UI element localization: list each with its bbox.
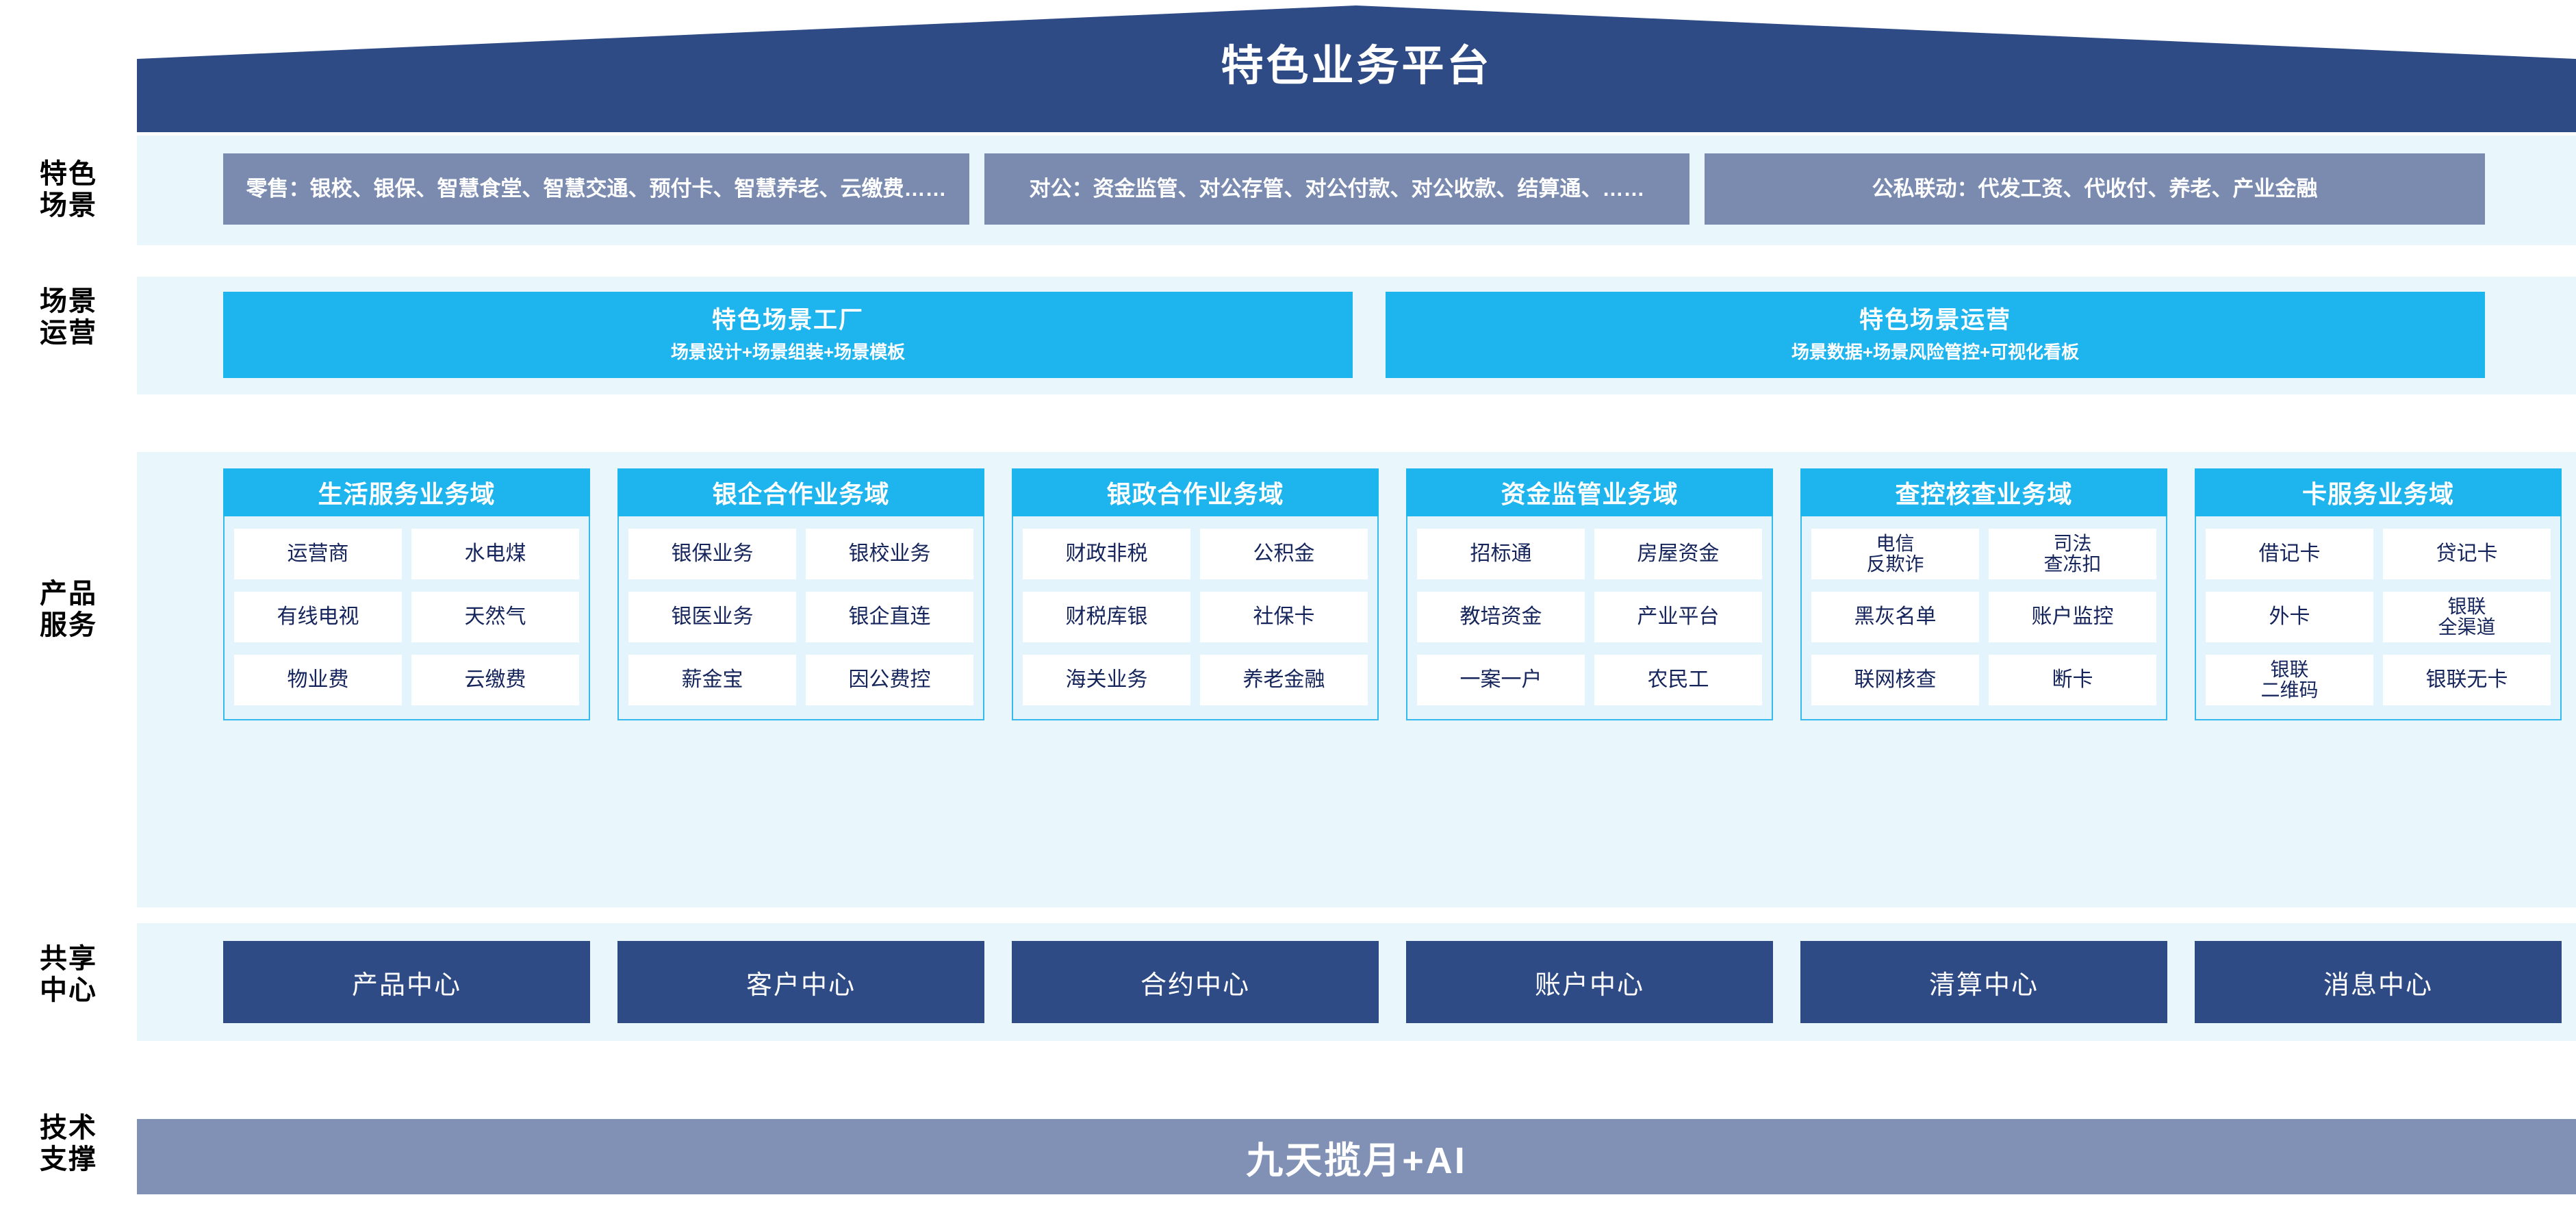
domain-item[interactable]: 一案一户 (1417, 655, 1585, 705)
domain-item[interactable]: 教培资金 (1417, 592, 1585, 642)
row-label-operation: 场景 运营 (40, 286, 97, 348)
domain-item[interactable]: 养老金融 (1200, 655, 1368, 705)
domain-card-fund-supervision[interactable]: 资金监管业务域 招标通 房屋资金 教培资金 产业平台 一案一户 农民工 (1406, 468, 1773, 720)
domain-item-grid: 电信 反欺诈 司法 查冻扣 黑灰名单 账户监控 联网核查 断卡 (1800, 516, 2167, 720)
platform-banner: 特色业务平台 (137, 5, 2576, 132)
domain-title: 查控核查业务域 (1800, 468, 2167, 516)
operations-factory-subtitle: 场景设计+场景组装+场景模板 (670, 341, 906, 362)
domain-item[interactable]: 公积金 (1200, 529, 1368, 579)
domain-item[interactable]: 电信 反欺诈 (1811, 529, 1979, 579)
domain-item[interactable]: 借记卡 (2206, 529, 2373, 579)
operations-factory-title: 特色场景工厂 (711, 307, 864, 334)
domain-card-life-service[interactable]: 生活服务业务域 运营商 水电煤 有线电视 天然气 物业费 云缴费 (223, 468, 590, 720)
domain-card-investigation[interactable]: 查控核查业务域 电信 反欺诈 司法 查冻扣 黑灰名单 账户监控 联网核查 断卡 (1800, 468, 2167, 720)
domain-item[interactable]: 断卡 (1989, 655, 2156, 705)
domain-title: 银企合作业务域 (617, 468, 984, 516)
domain-item[interactable]: 银校业务 (806, 529, 973, 579)
domain-item[interactable]: 银联 二维码 (2206, 655, 2373, 705)
row-label-tech: 技术 支撑 (40, 1113, 97, 1174)
domain-item[interactable]: 招标通 (1417, 529, 1585, 579)
domain-item[interactable]: 水电煤 (411, 529, 579, 579)
shared-center-message[interactable]: 消息中心 (2195, 941, 2562, 1023)
shared-center-row-panel: 产品中心 客户中心 合约中心 账户中心 清算中心 消息中心 (137, 923, 2576, 1041)
operations-operate-title: 特色场景运营 (1859, 307, 2011, 334)
domain-title: 生活服务业务域 (223, 468, 590, 516)
domain-card-card-service[interactable]: 卡服务业务域 借记卡 贷记卡 外卡 银联 全渠道 银联 二维码 银联无卡 (2195, 468, 2562, 720)
shared-center-customer[interactable]: 客户中心 (617, 941, 984, 1023)
row-label-product: 产品 服务 (40, 579, 97, 640)
domain-item-grid: 银保业务 银校业务 银医业务 银企直连 薪金宝 因公费控 (617, 516, 984, 720)
scenario-box-corporate[interactable]: 对公：资金监管、对公存管、对公付款、对公收款、结算通、…… (984, 153, 1689, 225)
domain-item[interactable]: 财政非税 (1023, 529, 1190, 579)
domain-title: 卡服务业务域 (2195, 468, 2562, 516)
domain-item[interactable]: 有线电视 (234, 592, 402, 642)
domain-item[interactable]: 薪金宝 (628, 655, 796, 705)
product-service-row-panel: 生活服务业务域 运营商 水电煤 有线电视 天然气 物业费 云缴费 银企合作业务域… (137, 452, 2576, 907)
shared-center-account[interactable]: 账户中心 (1406, 941, 1773, 1023)
operations-operate-subtitle: 场景数据+场景风险管控+可视化看板 (1791, 341, 2080, 362)
domain-title: 银政合作业务域 (1012, 468, 1379, 516)
domain-item[interactable]: 银保业务 (628, 529, 796, 579)
domain-item[interactable]: 产业平台 (1594, 592, 1762, 642)
domain-title: 资金监管业务域 (1406, 468, 1773, 516)
tech-support-label: 九天揽月+AI (1246, 1140, 1467, 1181)
operations-box-operate[interactable]: 特色场景运营 场景数据+场景风险管控+可视化看板 (1386, 292, 2485, 378)
domain-item-grid: 借记卡 贷记卡 外卡 银联 全渠道 银联 二维码 银联无卡 (2195, 516, 2562, 720)
domain-item[interactable]: 联网核查 (1811, 655, 1979, 705)
domain-item[interactable]: 账户监控 (1989, 592, 2156, 642)
row-label-scenario: 特色 场景 (40, 159, 97, 221)
domain-item[interactable]: 黑灰名单 (1811, 592, 1979, 642)
domain-item[interactable]: 贷记卡 (2383, 529, 2551, 579)
domain-item-grid: 招标通 房屋资金 教培资金 产业平台 一案一户 农民工 (1406, 516, 1773, 720)
operations-box-factory[interactable]: 特色场景工厂 场景设计+场景组装+场景模板 (223, 292, 1353, 378)
scenario-box-linkage[interactable]: 公私联动：代发工资、代收付、养老、产业金融 (1705, 153, 2485, 225)
shared-center-clearing[interactable]: 清算中心 (1800, 941, 2167, 1023)
scenario-row-panel: 零售：银校、银保、智慧食堂、智慧交通、预付卡、智慧养老、云缴费…… 对公：资金监… (137, 136, 2576, 245)
scenario-box-retail[interactable]: 零售：银校、银保、智慧食堂、智慧交通、预付卡、智慧养老、云缴费…… (223, 153, 969, 225)
platform-title: 特色业务平台 (1221, 42, 1492, 90)
domain-item[interactable]: 物业费 (234, 655, 402, 705)
domain-card-bank-enterprise[interactable]: 银企合作业务域 银保业务 银校业务 银医业务 银企直连 薪金宝 因公费控 (617, 468, 984, 720)
domain-item[interactable]: 云缴费 (411, 655, 579, 705)
roof-shape (137, 5, 2576, 132)
domain-item[interactable]: 外卡 (2206, 592, 2373, 642)
domain-item[interactable]: 银医业务 (628, 592, 796, 642)
domain-item-grid: 运营商 水电煤 有线电视 天然气 物业费 云缴费 (223, 516, 590, 720)
operations-row-panel: 特色场景工厂 场景设计+场景组装+场景模板 特色场景运营 场景数据+场景风险管控… (137, 277, 2576, 394)
shared-center-contract[interactable]: 合约中心 (1012, 941, 1379, 1023)
domain-item[interactable]: 农民工 (1594, 655, 1762, 705)
domain-item[interactable]: 运营商 (234, 529, 402, 579)
domain-item[interactable]: 司法 查冻扣 (1989, 529, 2156, 579)
domain-item[interactable]: 因公费控 (806, 655, 973, 705)
domain-item[interactable]: 银企直连 (806, 592, 973, 642)
domain-item[interactable]: 银联 全渠道 (2383, 592, 2551, 642)
domain-card-bank-government[interactable]: 银政合作业务域 财政非税 公积金 财税库银 社保卡 海关业务 养老金融 (1012, 468, 1379, 720)
tech-support-bar[interactable]: 九天揽月+AI (137, 1119, 2576, 1194)
domain-item[interactable]: 财税库银 (1023, 592, 1190, 642)
row-label-shared: 共享 中心 (40, 944, 97, 1005)
domain-item-grid: 财政非税 公积金 财税库银 社保卡 海关业务 养老金融 (1012, 516, 1379, 720)
domain-item[interactable]: 天然气 (411, 592, 579, 642)
domain-item[interactable]: 社保卡 (1200, 592, 1368, 642)
domain-item[interactable]: 海关业务 (1023, 655, 1190, 705)
shared-center-product[interactable]: 产品中心 (223, 941, 590, 1023)
domain-item[interactable]: 房屋资金 (1594, 529, 1762, 579)
domain-item[interactable]: 银联无卡 (2383, 655, 2551, 705)
